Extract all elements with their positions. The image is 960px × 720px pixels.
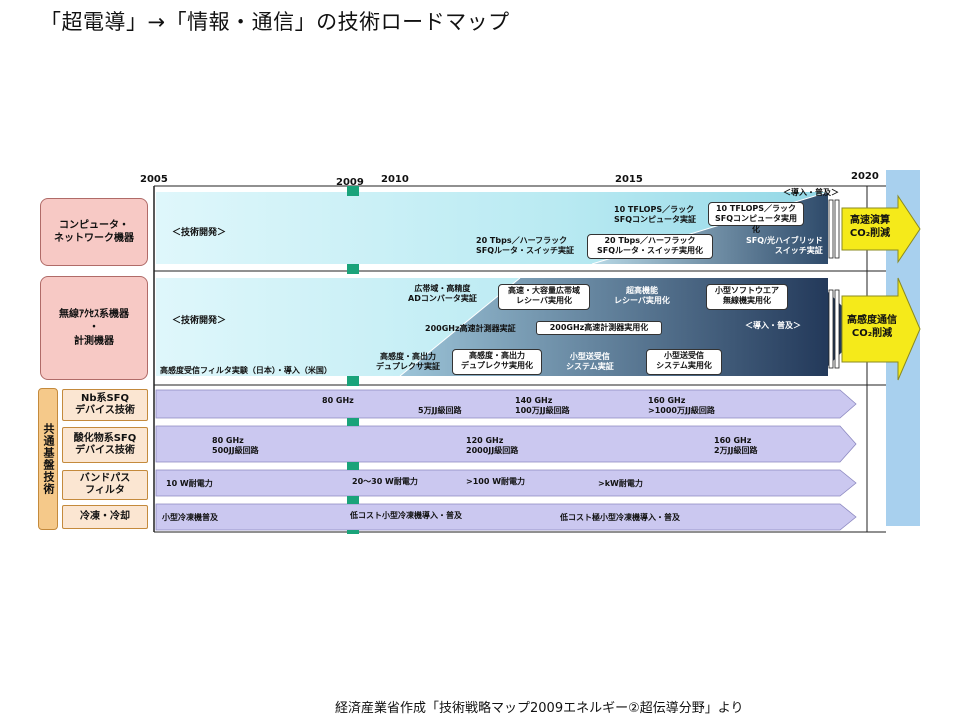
year-2009-marker (347, 462, 359, 470)
computer-milestone-2b: 20 Tbps／ハーフラック SFQルータ・スイッチ実用化 (587, 234, 713, 259)
year-2009: 2009 (336, 177, 364, 188)
wireless-a1: 広帯域・高精度 ADコンバータ実証 (408, 284, 477, 304)
wireless-c5: 小型送受信 システム実用化 (646, 349, 722, 375)
wireless-c2: 高感度・高出力 デュプレクサ実証 (376, 352, 440, 372)
wireless-dev-label: ＜技術開発＞ (172, 316, 227, 326)
wireless-c4: 小型送受信 システム実証 (566, 352, 614, 372)
nb-t4: 160 GHz >1000万JJ級回路 (648, 396, 715, 416)
wireless-a2: 高速・大容量広帯域 レシーバ実用化 (498, 284, 590, 310)
page-title: 「超電導」→「情報・通信」の技術ロードマップ (40, 10, 510, 34)
cooling-t1: 小型冷凍機普及 (162, 513, 218, 522)
year-2009-marker (347, 376, 359, 386)
wireless-intro-label: ＜導入・普及＞ (745, 321, 801, 330)
bandpass-t1: 10 W耐電力 (166, 479, 213, 488)
computer-milestone-1: 10 TFLOPS／ラック SFQコンピュータ実証 (614, 205, 697, 225)
year-2020: 2020 (851, 171, 879, 182)
computer-dev-label: ＜技術開発＞ (172, 228, 227, 238)
wireless-a4: 小型ソフトウエア 無線機実用化 (706, 284, 788, 310)
sub-nb-sfq: Nb系SFQ デバイス技術 (62, 389, 148, 421)
oxide-t2: 120 GHz 2000JJ級回路 (466, 436, 519, 456)
year-2009-marker (347, 496, 359, 504)
year-2009-marker (347, 264, 359, 274)
category-common: 共通基盤技術 (38, 388, 58, 530)
wireless-b2: 200GHz高速計測器実用化 (536, 321, 662, 335)
sub-oxide-sfq: 酸化物系SFQ デバイス技術 (62, 427, 148, 463)
computer-milestone-2: 20 Tbps／ハーフラック SFQルータ・スイッチ実証 (476, 236, 575, 256)
bandpass-t4: >kW耐電力 (598, 479, 643, 488)
computer-milestone-1b: 10 TFLOPS／ラック SFQコンピュータ実用化 (708, 202, 804, 234)
goal-wireless: 高感度通信 CO₂削減 (847, 315, 897, 339)
goal-computer: 高速演算 CO₂削減 (849, 215, 891, 239)
bandpass-t2: 20～30 W耐電力 (352, 477, 418, 486)
year-2005: 2005 (140, 174, 168, 185)
year-2009-marker (347, 186, 359, 196)
nb-t2: 5万JJ級回路 (418, 406, 462, 415)
bandpass-t3: >100 W耐電力 (466, 477, 526, 486)
source-note: 経済産業省作成「技術戦略マップ2009エネルギー②超伝導分野」より (335, 701, 744, 716)
wireless-a3: 超高機能 レシーバ実用化 (614, 286, 670, 306)
oxide-t3: 160 GHz 2万JJ級回路 (714, 436, 758, 456)
sub-bandpass: バンドパス フィルタ (62, 470, 148, 500)
oxide-t1: 80 GHz 500JJ級回路 (212, 436, 259, 456)
year-2010: 2010 (381, 174, 409, 185)
computer-intro-label: ＜導入・普及＞ (783, 188, 839, 197)
year-2009-marker (347, 418, 359, 426)
nb-t1: 80 GHz (322, 396, 354, 405)
computer-milestone-3: SFQ/光ハイブリッド スイッチ実証 (746, 236, 823, 256)
wireless-c3: 高感度・高出力 デュプレクサ実用化 (452, 349, 542, 375)
category-wireless: 無線ｱｸｾｽ系機器 ・ 計測機器 (40, 276, 148, 380)
sub-cooling: 冷凍・冷却 (62, 505, 148, 529)
year-2015: 2015 (615, 174, 643, 185)
category-computer: コンピュータ・ ネットワーク機器 (40, 198, 148, 266)
cooling-t2: 低コスト小型冷凍機導入・普及 (350, 511, 462, 520)
wireless-c1: 高感度受信フィルタ実験（日本）・導入（米国） (160, 366, 332, 375)
nb-t3: 140 GHz 100万JJ級回路 (515, 396, 570, 416)
cooling-t3: 低コスト極小型冷凍機導入・普及 (560, 513, 680, 522)
wireless-b1: 200GHz高速計測器実証 (425, 324, 516, 333)
year-2009-marker (347, 530, 359, 534)
